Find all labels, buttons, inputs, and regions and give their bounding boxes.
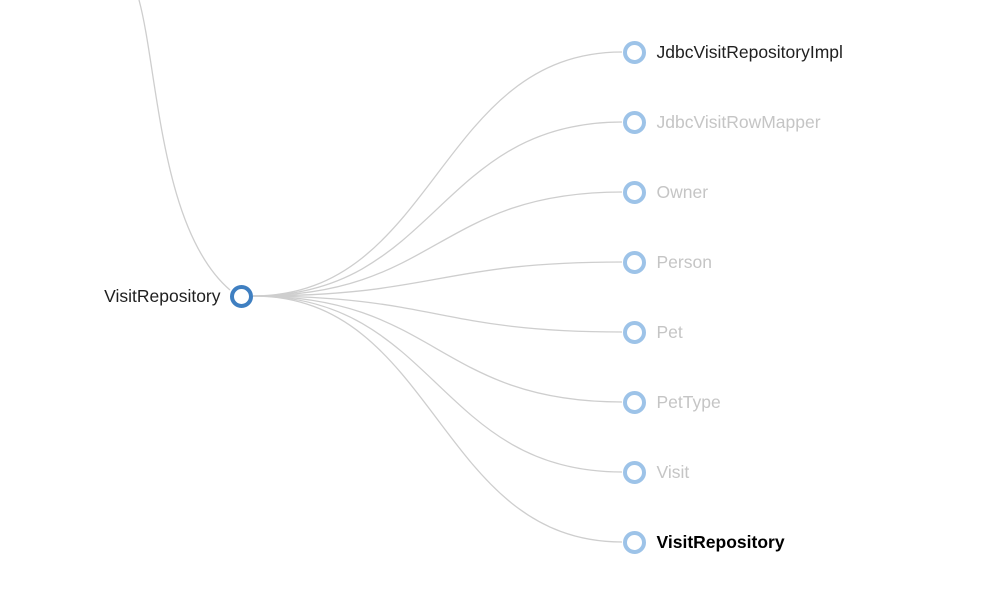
child-node: Owner bbox=[622, 180, 709, 204]
child-node-circle[interactable] bbox=[622, 320, 646, 344]
child-node: VisitRepository bbox=[622, 530, 785, 554]
child-node-label[interactable]: Owner bbox=[656, 181, 709, 202]
tree-link bbox=[252, 191, 623, 297]
child-node-circle[interactable] bbox=[622, 530, 646, 554]
child-node-circle[interactable] bbox=[622, 110, 646, 134]
child-node-circle[interactable] bbox=[622, 460, 646, 484]
tree-link bbox=[252, 261, 623, 297]
child-node: Pet bbox=[622, 320, 683, 344]
child-node-circle[interactable] bbox=[622, 390, 646, 414]
child-node: PetType bbox=[622, 390, 721, 414]
child-node: JdbcVisitRepositoryImpl bbox=[622, 40, 843, 64]
child-node: Visit bbox=[622, 460, 690, 484]
child-node-label[interactable]: PetType bbox=[656, 391, 721, 412]
child-node: JdbcVisitRowMapper bbox=[622, 110, 821, 134]
tree-link bbox=[252, 121, 623, 297]
child-node-label[interactable]: JdbcVisitRepositoryImpl bbox=[656, 41, 843, 62]
tree-link bbox=[252, 295, 623, 403]
incoming-parent-link bbox=[138, 0, 231, 291]
tree-link bbox=[252, 295, 623, 543]
child-node-label[interactable]: Person bbox=[656, 251, 712, 272]
root-node-circle[interactable] bbox=[229, 284, 253, 308]
child-node-circle[interactable] bbox=[622, 180, 646, 204]
child-node: Person bbox=[622, 250, 712, 274]
child-node-circle[interactable] bbox=[622, 250, 646, 274]
tree-link bbox=[252, 51, 623, 297]
child-node-label[interactable]: VisitRepository bbox=[656, 531, 785, 552]
child-node-circle[interactable] bbox=[622, 40, 646, 64]
child-node-label[interactable]: JdbcVisitRowMapper bbox=[656, 111, 821, 132]
root-node: VisitRepository bbox=[0, 284, 253, 308]
child-node-label[interactable]: Visit bbox=[656, 461, 690, 482]
root-node-label[interactable]: VisitRepository bbox=[104, 285, 221, 306]
child-node-label[interactable]: Pet bbox=[656, 321, 683, 342]
tree-link bbox=[252, 295, 623, 333]
tree-link bbox=[252, 295, 623, 473]
